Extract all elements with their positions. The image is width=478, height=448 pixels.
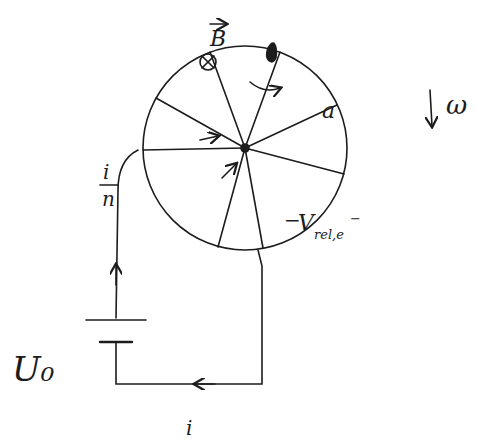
current-arrow <box>222 164 236 178</box>
current-arrow <box>195 383 215 385</box>
radius-label: a <box>322 100 335 122</box>
velocity-subscript: rel,e <box>314 228 344 241</box>
field-label: B <box>210 28 226 50</box>
field-into-page-symbol <box>200 54 216 70</box>
battery-plate-long <box>86 319 146 321</box>
wheel-rim <box>143 46 347 250</box>
current-arrow <box>115 265 117 285</box>
charge-sign: − <box>350 212 361 225</box>
current-label: i <box>103 162 109 182</box>
current-arrow <box>200 136 218 140</box>
wire <box>116 150 138 318</box>
force-arrow <box>250 82 280 90</box>
vector-arrow <box>210 23 226 25</box>
velocity-label: V <box>298 212 314 234</box>
spoke-count-label: n <box>102 189 115 209</box>
axle <box>241 144 249 152</box>
wire <box>116 250 262 384</box>
current-label: i <box>186 418 192 438</box>
rotation-arrow <box>430 90 432 126</box>
wheel-spokes <box>143 52 344 248</box>
angular-velocity-label: ω <box>446 92 467 118</box>
voltage-label: U₀ <box>12 352 54 386</box>
charge-symbol <box>267 43 277 62</box>
fraction-bar <box>100 184 118 186</box>
